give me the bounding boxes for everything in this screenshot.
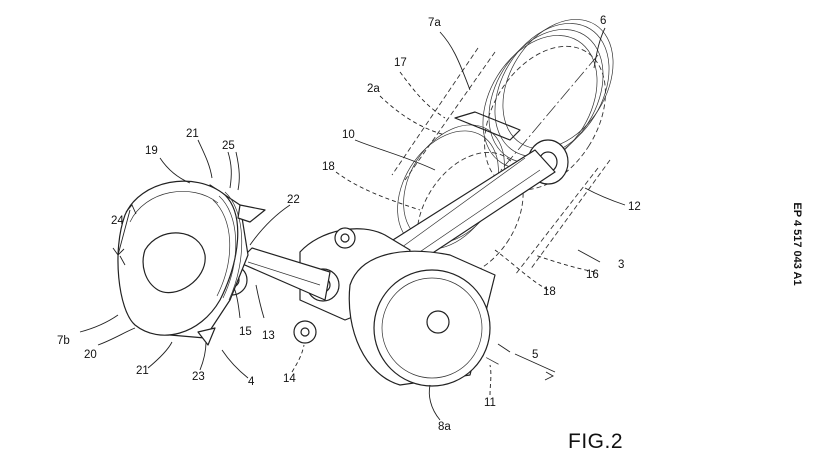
label-20: 20 — [84, 349, 97, 361]
label-12: 12 — [628, 201, 641, 213]
figure-label: FIG.2 — [568, 430, 624, 453]
label-24: 24 — [111, 215, 124, 227]
label-4: 4 — [248, 376, 255, 388]
label-17: 17 — [394, 57, 407, 69]
label-11: 11 — [484, 397, 496, 409]
label-18b: 18 — [543, 286, 556, 298]
label-22: 22 — [287, 194, 300, 206]
label-19: 19 — [145, 145, 158, 157]
piston-7b — [117, 180, 266, 346]
label-16: 16 — [586, 269, 599, 281]
label-21b: 21 — [136, 365, 149, 377]
leader-lines — [79, 27, 626, 421]
arrow-24-head-up — [125, 204, 137, 215]
arrow-5-head-right — [544, 371, 554, 381]
label-6: 6 — [600, 15, 606, 27]
label-7b: 7b — [57, 335, 70, 347]
crankshaft-assembly — [293, 227, 496, 387]
label-3: 3 — [618, 259, 624, 271]
label-13: 13 — [262, 330, 275, 342]
axis-6 — [399, 54, 599, 291]
reference-numerals: 7a 6 17 2a 10 18 12 3 16 18 5 11 8a 21 2… — [57, 15, 641, 433]
label-2a: 2a — [367, 83, 380, 95]
label-15: 15 — [239, 326, 252, 338]
label-25: 25 — [222, 140, 235, 152]
label-8a: 8a — [438, 421, 451, 433]
label-23: 23 — [192, 371, 205, 383]
label-18a: 18 — [322, 161, 335, 173]
publication-number: EP 4 517 043 A1 — [791, 202, 803, 286]
label-21a: 21 — [186, 128, 199, 140]
label-5: 5 — [532, 349, 538, 361]
label-7a: 7a — [428, 17, 441, 29]
label-14: 14 — [283, 373, 296, 385]
label-10: 10 — [342, 129, 355, 141]
